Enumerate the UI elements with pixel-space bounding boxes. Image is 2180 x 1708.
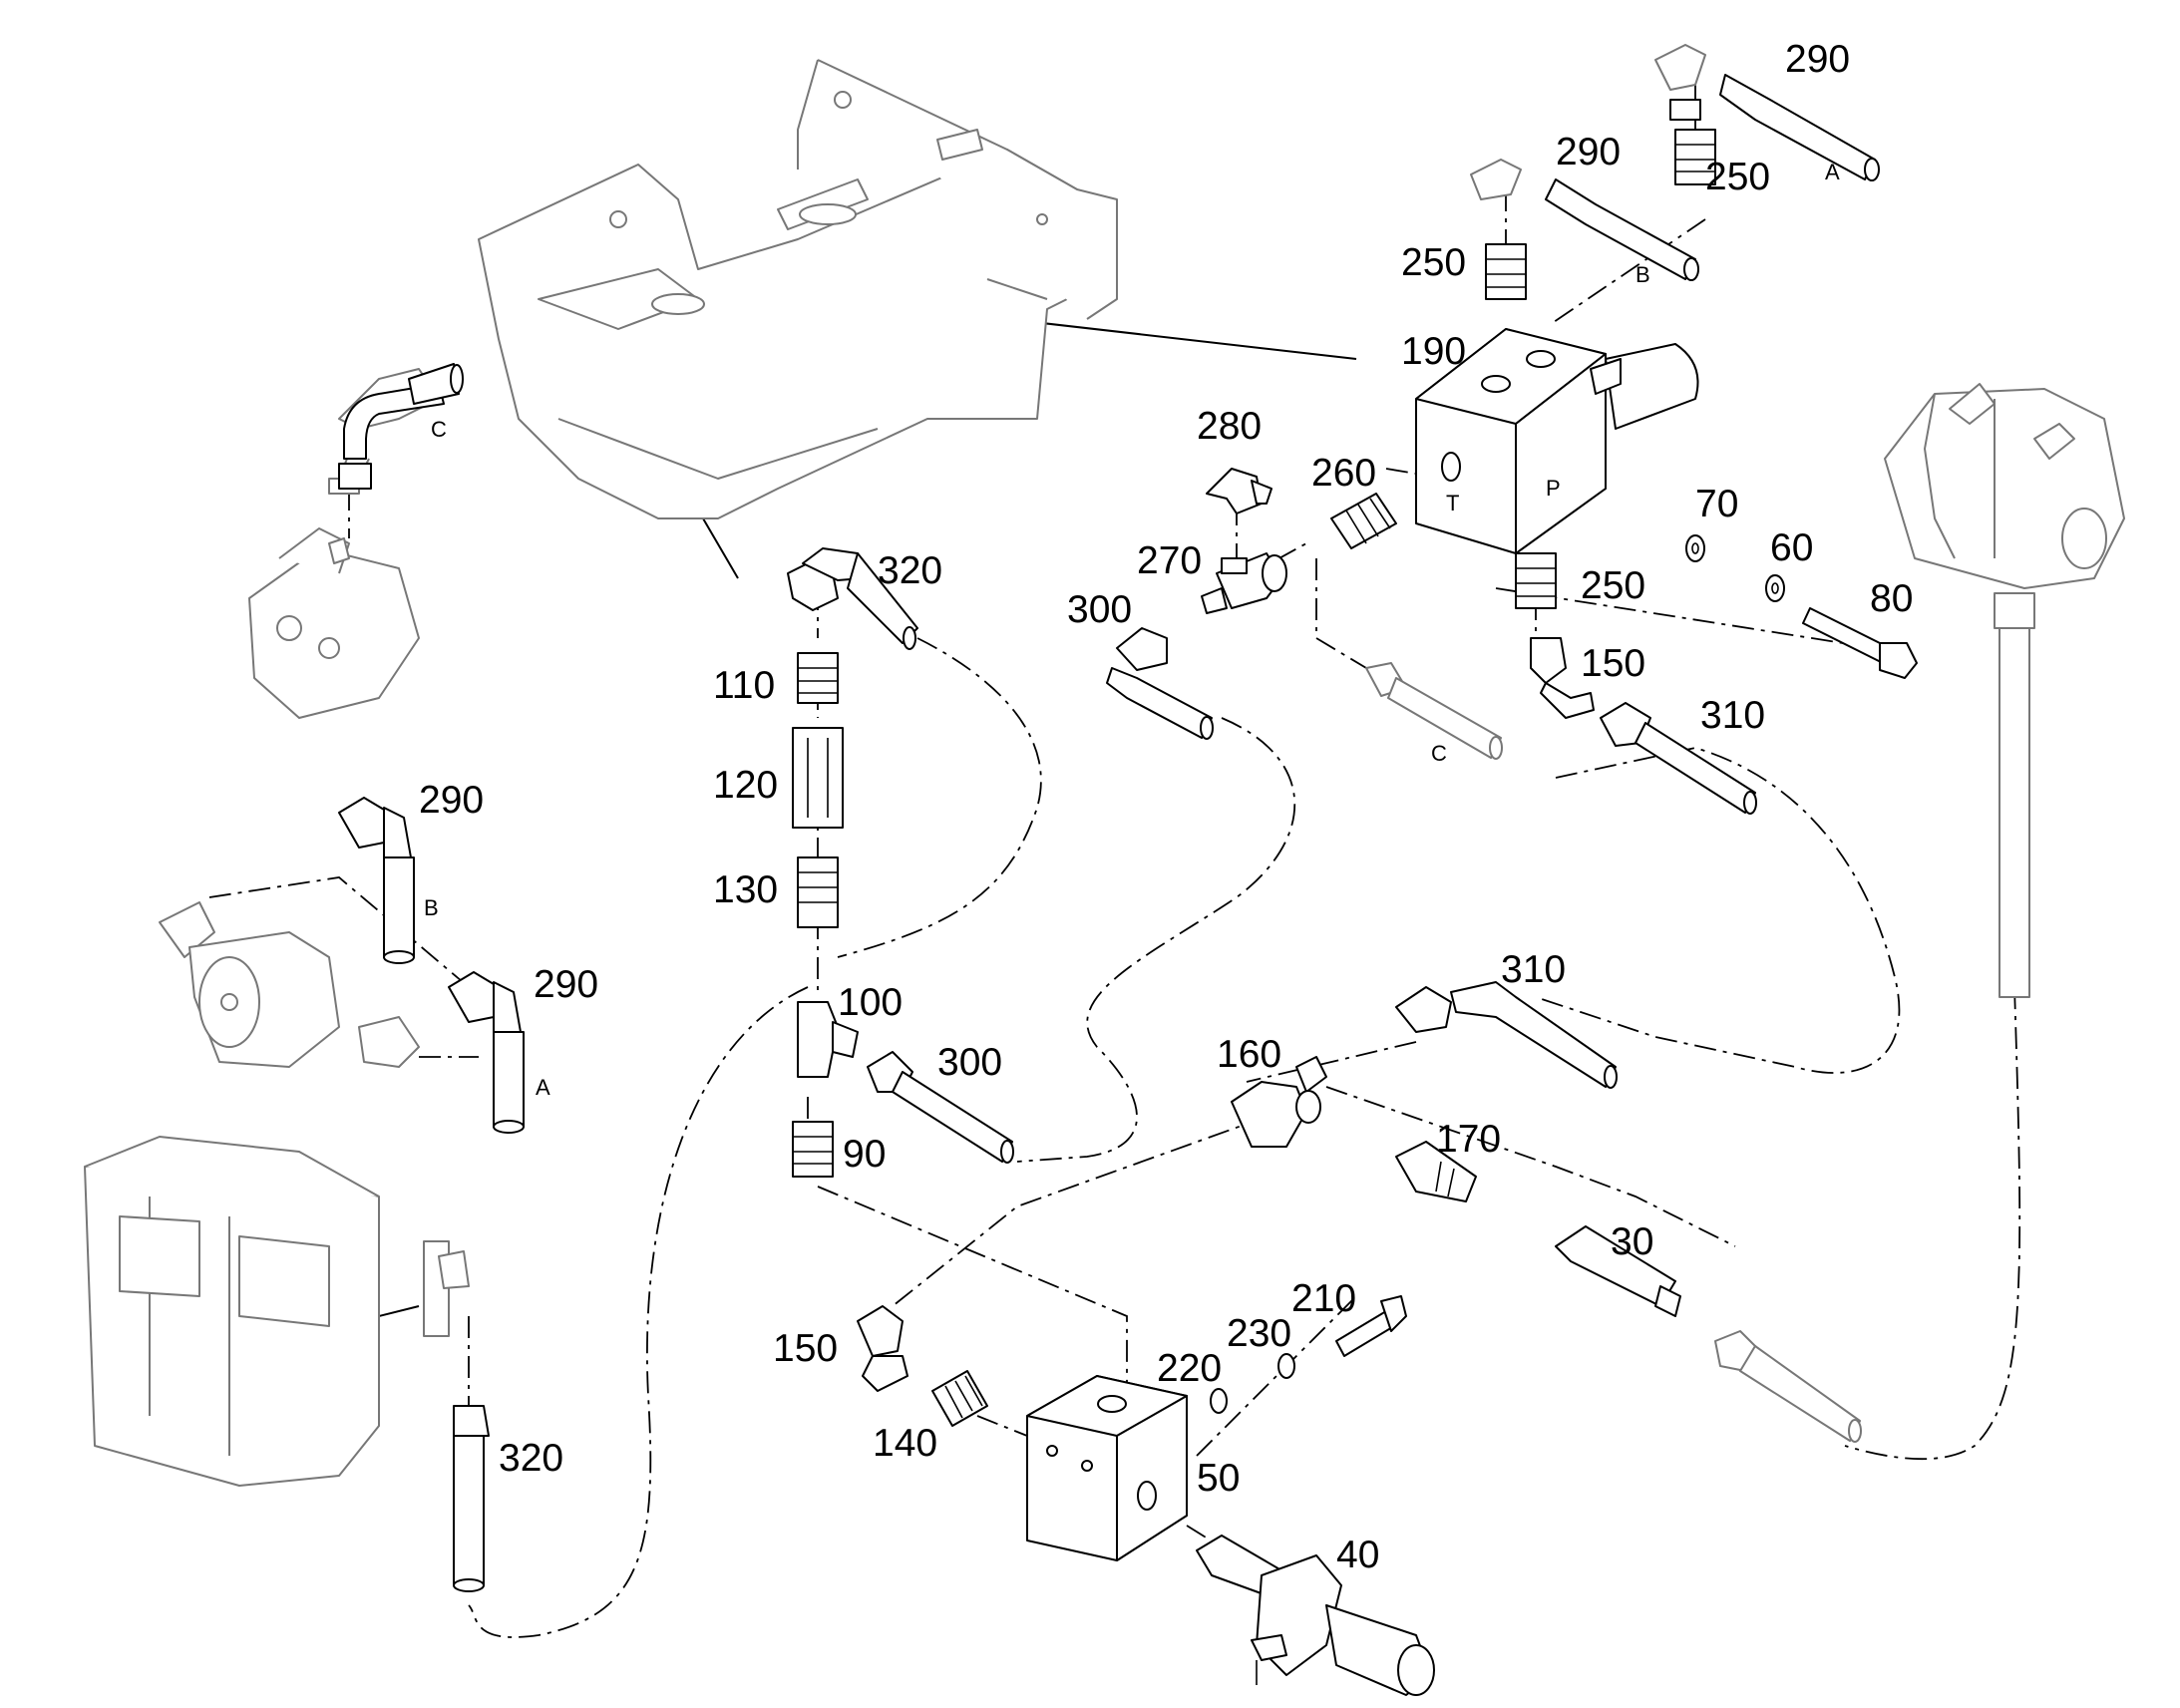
hose-310-middle (1395, 981, 1618, 1089)
washer-70 (1685, 534, 1705, 562)
callout-40: 40 (1336, 1534, 1379, 1576)
callout-250-right: 250 (1581, 564, 1645, 607)
bolt-80 (1802, 607, 1918, 679)
washer-60 (1765, 574, 1785, 602)
callout-290-motor-b: 290 (419, 779, 484, 822)
callout-30: 30 (1611, 1220, 1653, 1263)
left-cab-frame (84, 1136, 380, 1487)
callout-290-top-right: 290 (1785, 38, 1850, 81)
filter-320-left (423, 1240, 470, 1337)
callout-250-top-right: 250 (1705, 156, 1770, 198)
callout-260: 260 (1311, 452, 1376, 495)
callout-290-top-middle: 290 (1556, 131, 1621, 173)
hose-320-left (453, 1405, 490, 1592)
fitting-110 (797, 652, 839, 704)
left-hydraulic-motor (159, 901, 420, 1068)
callout-50: 50 (1197, 1457, 1240, 1500)
port-letter-t: T (1446, 491, 1459, 515)
machine-frame (478, 59, 1118, 519)
hose-290-motor-a (448, 971, 525, 1134)
callout-320-top: 320 (878, 549, 942, 592)
callout-100: 100 (838, 981, 903, 1024)
elbow-150-bottom (857, 1305, 908, 1392)
callout-90: 90 (843, 1133, 886, 1176)
right-motor (1884, 383, 2125, 998)
fitting-250-left (1485, 243, 1527, 300)
callout-310-middle: 310 (1501, 948, 1566, 991)
elbow-150-top (1530, 637, 1595, 719)
hose-letter-c-pump: C (431, 417, 447, 442)
hose-letter-b-motor: B (424, 895, 439, 920)
hose-300-top (1106, 627, 1214, 740)
hose-c-middle (1365, 662, 1503, 760)
hose-290-motor-b (338, 797, 415, 964)
bolt-210 (1335, 1295, 1407, 1357)
hose-290-top-b (1470, 159, 1699, 281)
callout-280: 280 (1197, 405, 1262, 448)
callout-220: 220 (1157, 1347, 1222, 1390)
callout-80: 80 (1870, 577, 1913, 620)
callout-170: 170 (1436, 1118, 1501, 1161)
fitting-130 (797, 856, 839, 928)
left-pump-assembly (248, 368, 440, 719)
callout-150-bottom: 150 (773, 1327, 838, 1370)
callout-130: 130 (713, 868, 778, 911)
callout-310-top: 310 (1700, 694, 1765, 737)
fitting-170 (1395, 1141, 1477, 1202)
callout-320-left: 320 (499, 1437, 563, 1480)
fitting-260 (1330, 493, 1397, 549)
callout-290-motor-a: 290 (534, 963, 598, 1006)
callout-120: 120 (713, 764, 778, 807)
callout-70: 70 (1695, 483, 1738, 525)
hose-300-center (867, 1051, 1014, 1164)
elbow-280 (1206, 468, 1272, 514)
port-letter-p: P (1546, 476, 1561, 501)
hose-letter-a-top: A (1825, 160, 1840, 184)
tee-160 (1231, 1056, 1327, 1148)
solenoid-valve-40 (1196, 1535, 1435, 1696)
hose-320-top (787, 547, 918, 650)
fitting-90 (792, 1121, 834, 1178)
fitting-250-bottom (1515, 552, 1557, 609)
callout-300-top: 300 (1067, 588, 1132, 631)
callout-160: 160 (1217, 1033, 1281, 1076)
hose-letter-b-top: B (1635, 262, 1650, 287)
callout-300-center: 300 (937, 1041, 1002, 1084)
washer-230 (1277, 1353, 1295, 1379)
callout-150-top: 150 (1581, 642, 1645, 685)
hose-letter-a-motor: A (536, 1075, 550, 1100)
callout-60: 60 (1770, 526, 1813, 569)
tee-270 (1201, 552, 1287, 614)
callout-210: 210 (1291, 1277, 1356, 1320)
hose-310-top (1600, 702, 1757, 815)
callout-270: 270 (1137, 539, 1202, 582)
hose-right-bottom (1714, 1330, 1862, 1443)
washer-220 (1210, 1388, 1228, 1414)
valve-block-190 (1415, 328, 1699, 554)
letter-markers: A B C C B A T P (424, 160, 1840, 1100)
fitting-250-top-a (1674, 129, 1716, 185)
callout-250-top-left: 250 (1401, 241, 1466, 284)
callout-labels: 290 250 290 250 190 280 260 270 300 320 … (419, 38, 1913, 1576)
hose-letter-c-middle: C (1431, 741, 1447, 766)
callout-140: 140 (873, 1422, 937, 1465)
block-50 (1026, 1375, 1188, 1561)
hose-c-pump (338, 363, 464, 490)
valve-30 (1555, 1225, 1681, 1317)
callout-110: 110 (713, 664, 775, 707)
coupling-120 (792, 727, 844, 829)
tee-100 (797, 1001, 859, 1078)
hose-290-top-a (1654, 44, 1880, 181)
fitting-140 (931, 1370, 988, 1427)
callout-190: 190 (1401, 330, 1466, 373)
callout-230: 230 (1227, 1312, 1291, 1355)
